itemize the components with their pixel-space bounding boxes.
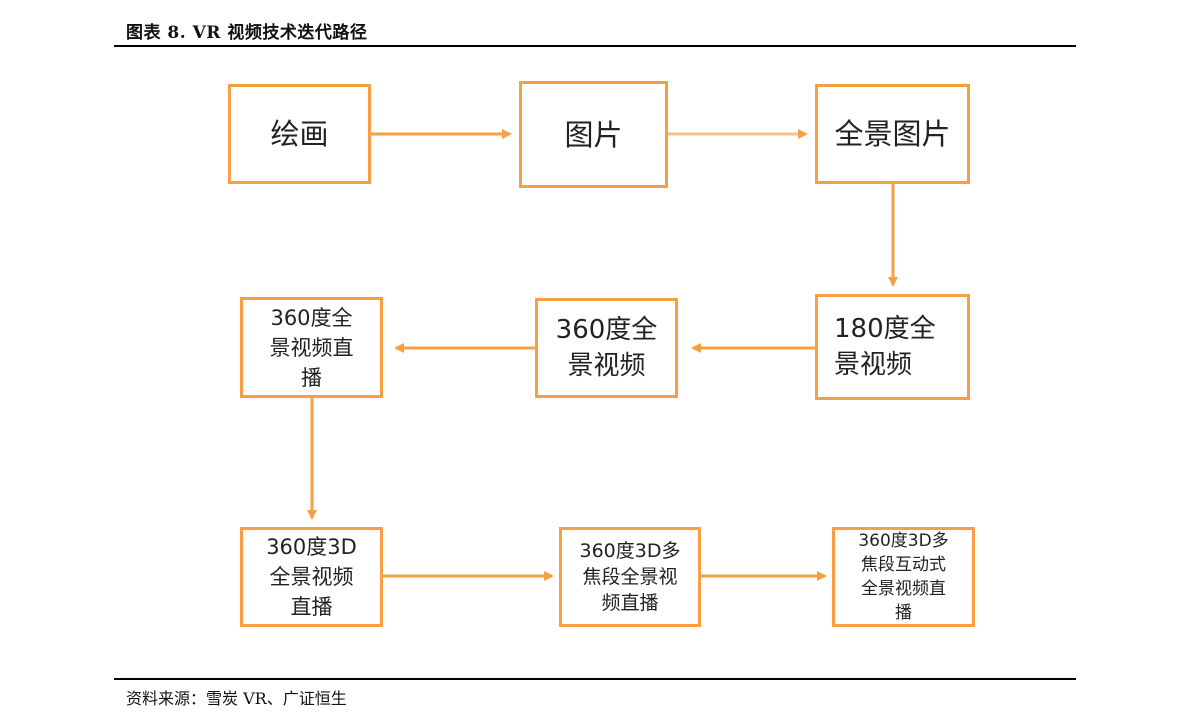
figure-source: 资料来源：雪炭 VR、广证恒生 [126,689,347,708]
node-panorama-picture-label: 全景图片 [834,117,951,151]
node-360-3d-multifocal-live: 360度3D多 焦段全景视 频直播 [559,527,701,627]
node-360-live: 360度全 景视频直 播 [240,297,383,398]
node-painting: 绘画 [228,84,371,184]
node-painting-label: 绘画 [270,117,329,151]
node-360-live-label: 360度全 景视频直 播 [269,305,354,390]
node-panorama-picture: 全景图片 [815,84,970,184]
node-360-3d-multifocal-live-label: 360度3D多 焦段全景视 频直播 [579,540,681,614]
node-360-3d-live-label: 360度3D 全景视频 直播 [266,535,357,619]
node-360-3d-live: 360度3D 全景视频 直播 [240,527,383,627]
node-picture-label: 图片 [564,117,623,152]
node-360-video: 360度全 景视频 [535,298,678,398]
node-360-3d-interactive-live: 360度3D多 焦段互动式 全景视频直 播 [832,527,975,627]
node-picture: 图片 [519,81,668,188]
node-180-video-label: 180度全 景视频 [834,314,936,380]
bottom-rule [114,678,1076,680]
figure-title: 图表 8. VR 视频技术迭代路径 [126,23,368,43]
node-180-video: 180度全 景视频 [815,294,970,400]
node-360-video-label: 360度全 景视频 [555,315,658,381]
node-360-3d-interactive-live-label: 360度3D多 焦段互动式 全景视频直 播 [858,531,949,623]
top-rule [114,45,1076,47]
